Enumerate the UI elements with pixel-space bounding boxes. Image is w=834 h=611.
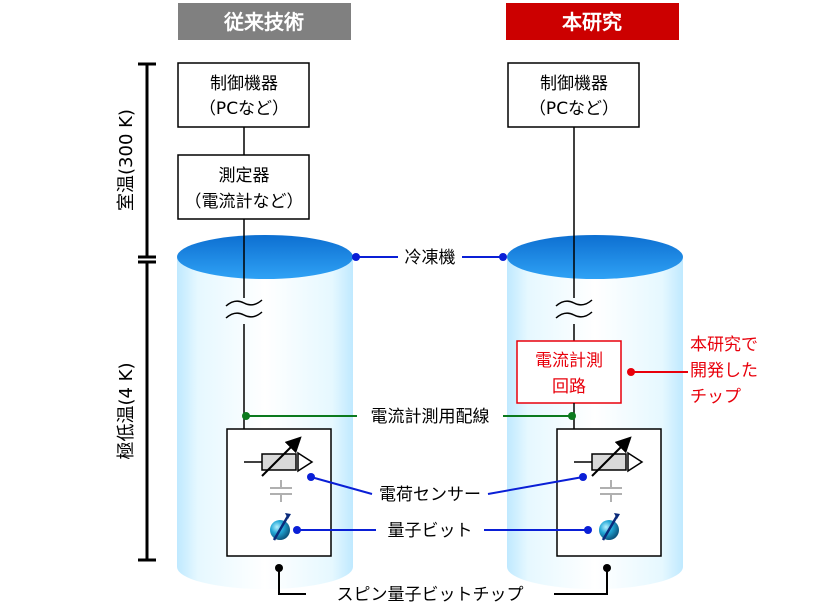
- refrigerator-label-group: 冷凍機: [352, 248, 507, 268]
- refrigerator-label: 冷凍機: [405, 248, 456, 268]
- qubit-label-group: 量子ビット: [293, 521, 592, 541]
- right-circuit-line1: 電流計測: [535, 351, 603, 371]
- qubit-label: 量子ビット: [388, 521, 473, 541]
- right-controller-box: 制御機器 （PCなど）: [507, 62, 640, 128]
- our-chip-line3: チップ: [690, 387, 741, 407]
- charge-sensor-label: 電荷センサー: [379, 485, 481, 505]
- right-chip: [556, 428, 662, 557]
- left-break-mark: [225, 299, 263, 307]
- right-circuit-box: 電流計測 回路: [516, 340, 622, 404]
- chip-label-group: スピン量子ビットチップ: [275, 564, 611, 605]
- chip-label: スピン量子ビットチップ: [337, 585, 524, 605]
- left-meter-line2: （電流計など）: [185, 192, 304, 212]
- left-controller-line1: 制御機器: [210, 74, 278, 94]
- header-this-study: 本研究: [506, 3, 679, 40]
- left-refrigerator-top: [177, 235, 353, 279]
- right-refrigerator-top: [507, 235, 683, 279]
- room-temp-label: 室温(300 K): [116, 109, 137, 211]
- left-chip: [226, 428, 332, 557]
- left-controller-line2: （PCなど）: [199, 99, 289, 119]
- header-this-study-text: 本研究: [562, 10, 622, 34]
- our-chip-annotation: 本研究で 開発した チップ: [627, 335, 758, 407]
- right-charge-sensor: [591, 453, 627, 471]
- right-controller-line2: （PCなど）: [529, 99, 619, 119]
- our-chip-line1: 本研究で: [690, 335, 758, 355]
- left-meter-box: 測定器 （電流計など）: [177, 154, 310, 220]
- header-conventional: 従来技術: [178, 3, 351, 40]
- left-meter-line1: 測定器: [219, 166, 270, 186]
- wiring-label-group: 電流計測用配線: [242, 407, 576, 427]
- charge-sensor-label-group: 電荷センサー: [307, 473, 587, 505]
- header-conventional-text: 従来技術: [223, 10, 304, 34]
- right-circuit-line2: 回路: [552, 377, 586, 397]
- temperature-axis: 室温(300 K) 極低温(4 K): [112, 62, 156, 562]
- cryo-temp-label: 極低温(4 K): [116, 362, 137, 459]
- wiring-label: 電流計測用配線: [371, 407, 490, 427]
- right-controller-line1: 制御機器: [540, 74, 608, 94]
- right-break-mark: [555, 299, 593, 307]
- left-charge-sensor: [261, 453, 297, 471]
- left-controller-box: 制御機器 （PCなど）: [177, 62, 310, 128]
- our-chip-line2: 開発した: [690, 361, 758, 381]
